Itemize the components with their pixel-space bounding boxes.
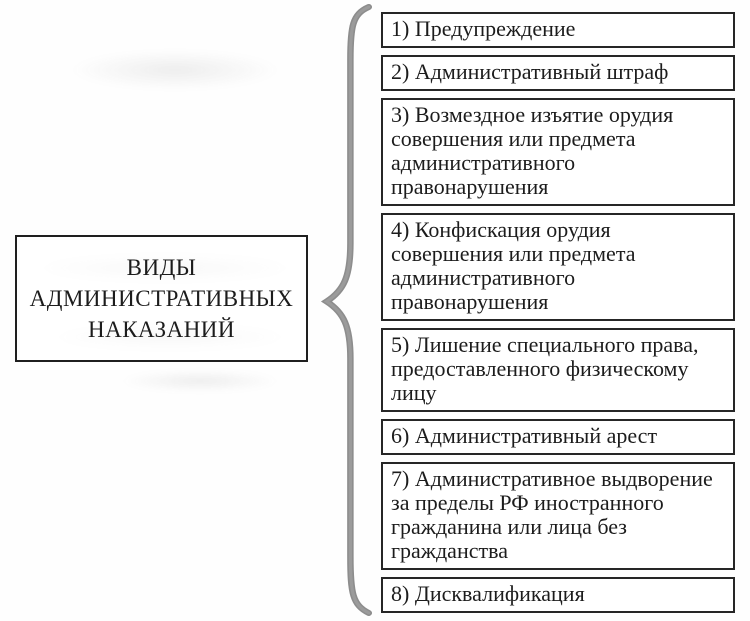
list-item-confiscation: 4) Конфискация орудия совершения или пре… bbox=[381, 213, 735, 321]
scan-artifact bbox=[120, 370, 280, 392]
curly-brace-icon bbox=[320, 4, 372, 616]
list-item-compensated-seizure: 3) Возмездное изъятие орудия совершения … bbox=[381, 98, 735, 206]
list-item-deprivation-of-special-right: 5) Лишение специального права, предостав… bbox=[381, 328, 735, 412]
list-item-warning: 1) Предупреждение bbox=[381, 12, 735, 48]
punishment-list: 1) Предупреждение 2) Административный шт… bbox=[381, 12, 735, 613]
root-node-types-of-administrative-punishments: ВИДЫ АДМИНИСТРАТИВНЫХ НАКАЗАНИЙ bbox=[15, 235, 308, 362]
list-item-disqualification: 8) Дисквалификация bbox=[381, 577, 735, 613]
list-item-administrative-expulsion: 7) Административное выдворение за предел… bbox=[381, 462, 735, 570]
list-item-administrative-fine: 2) Административный штраф bbox=[381, 55, 735, 91]
list-item-administrative-arrest: 6) Административный арест bbox=[381, 419, 735, 455]
root-node-title: ВИДЫ АДМИНИСТРАТИВНЫХ НАКАЗАНИЙ bbox=[29, 255, 294, 342]
scan-artifact bbox=[70, 50, 280, 90]
